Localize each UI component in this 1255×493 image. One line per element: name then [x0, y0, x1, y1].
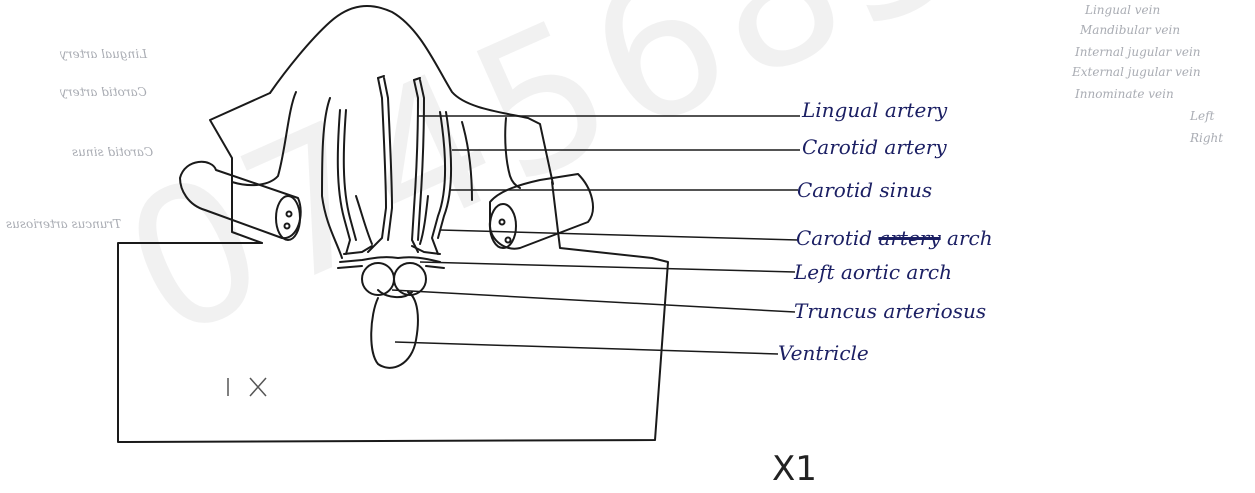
- carotid-arch-suffix: arch: [947, 226, 993, 250]
- carotid-arch-struck-word: artery: [878, 226, 940, 250]
- label-lingual-artery: Lingual artery: [802, 100, 947, 120]
- left-arm-end: [276, 196, 300, 240]
- right-arm-end: [490, 204, 516, 248]
- label-carotid-artery: Carotid artery: [802, 137, 947, 157]
- label-ventricle: Ventricle: [778, 343, 869, 363]
- left-flap-outline: [210, 93, 270, 243]
- magnification-label: X1: [772, 452, 817, 486]
- label-left-aortic-arch: Left aortic arch: [794, 262, 952, 282]
- right-chest-line: [462, 122, 472, 200]
- leader-truncus-arteriosus: [392, 290, 795, 312]
- label-truncus-arteriosus: Truncus arteriosus: [794, 301, 986, 321]
- carotid-arch-prefix: Carotid: [796, 226, 872, 250]
- carotid-arch: [344, 246, 440, 254]
- leader-ventricle: [395, 342, 778, 354]
- label-carotid-arch: Carotid artery arch: [796, 228, 993, 248]
- dissection-board-outline: [118, 182, 668, 442]
- leader-left-aortic-arch: [420, 262, 795, 272]
- ventricle: [371, 292, 418, 368]
- label-carotid-sinus: Carotid sinus: [797, 180, 932, 200]
- left-aortic-arch: [340, 257, 440, 262]
- left-lingual-artery-vessel: [368, 78, 386, 252]
- right-arm-stump: [490, 174, 593, 249]
- right-neck-curve: [505, 118, 520, 188]
- left-arm-stump: [180, 162, 301, 238]
- head-outline: [270, 6, 553, 184]
- right-lingual-artery-vessel: [412, 80, 418, 252]
